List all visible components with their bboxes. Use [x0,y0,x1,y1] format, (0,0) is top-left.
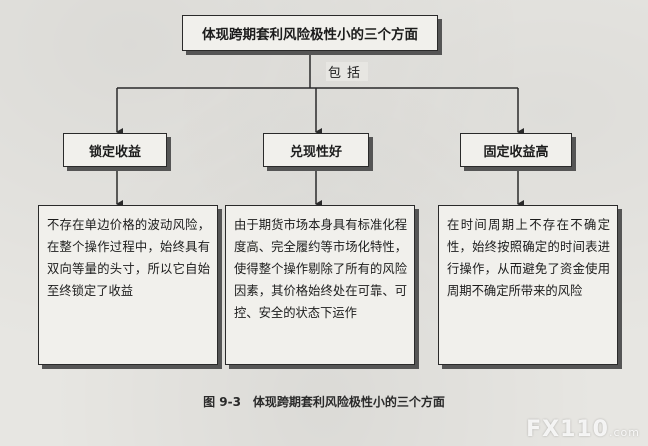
description-node-lock-profit: 不存在单边价格的波动风险，在整个操作过程中，始终具有双向等量的头寸，所以它自始至… [38,205,218,365]
category-node-liquidity: 兑现性好 [263,133,369,167]
figure-caption: 图 9-3 体现跨期套利风险极性小的三个方面 [203,395,445,409]
watermark-main: FX110 [526,417,609,442]
category-label: 固定收益高 [483,144,549,160]
category-node-lock-profit: 锁定收益 [63,133,167,167]
category-label: 锁定收益 [88,144,141,160]
root-node: 体现跨期套利风险极性小的三个方面 [182,15,438,51]
watermark-sub: .com [609,426,640,439]
category-node-fixed-return: 固定收益高 [460,133,572,167]
watermark-logo: FX110.com [526,417,640,442]
root-node-label: 体现跨期套利风险极性小的三个方面 [202,27,418,43]
description-node-fixed-return: 在时间周期上不存在不确定性，始终按照确定的时间表进行操作，从而避免了资金使用周期… [438,205,618,365]
description-node-liquidity: 由于期货市场本身具有标准化程度高、完全履约等市场化特性，使得整个操作剔除了所有的… [225,205,415,365]
category-label: 兑现性好 [289,144,342,160]
connector-label: 包括 [326,62,369,81]
